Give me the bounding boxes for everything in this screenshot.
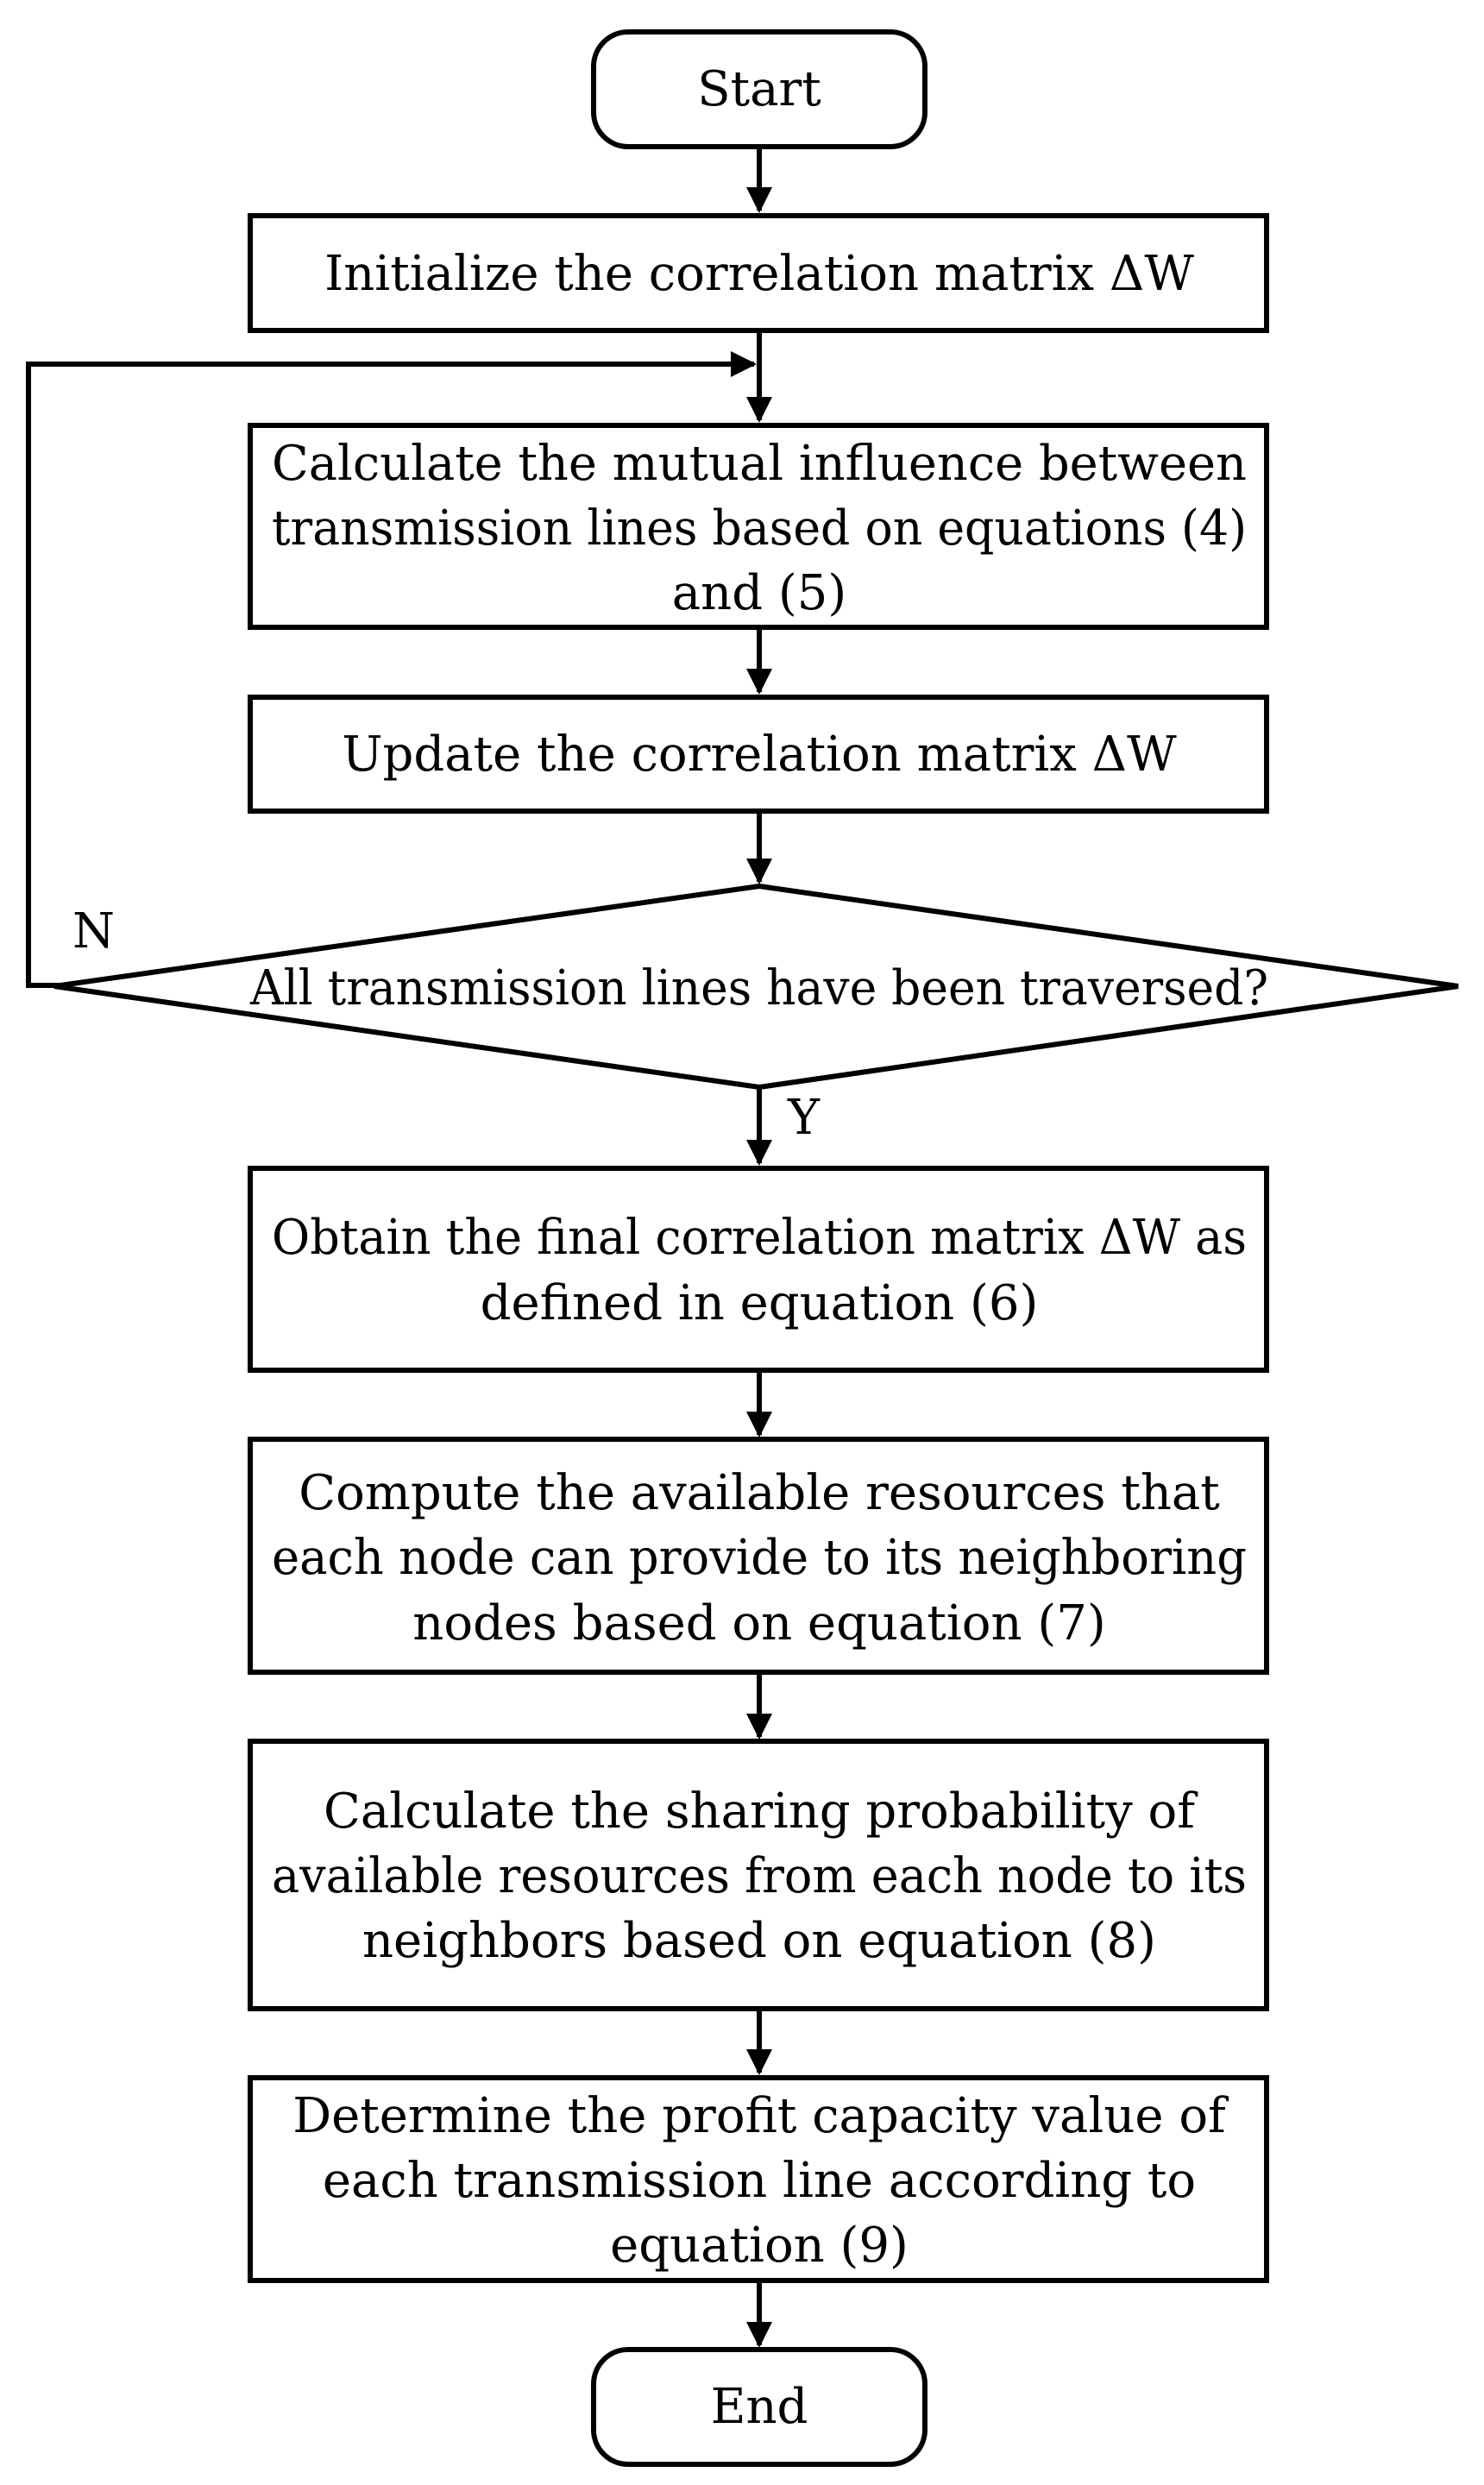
yes-edge-label: Y bbox=[787, 1090, 821, 1146]
compute-label-line-1: Compute the available resources that bbox=[299, 1465, 1220, 1521]
profit-label-line-1: Determine the profit capacity value of bbox=[292, 2088, 1229, 2144]
initialize-label: Initialize the correlation matrix ΔW bbox=[324, 246, 1194, 302]
end-label: End bbox=[711, 2379, 808, 2435]
start-label: Start bbox=[697, 61, 821, 117]
obtain-label-line-2: defined in equation (6) bbox=[481, 1275, 1039, 1331]
initialize-process bbox=[248, 213, 1269, 333]
compute-label-line-2: each node can provide to its neighboring bbox=[272, 1530, 1247, 1586]
compute-label-line-3: nodes based on equation (7) bbox=[412, 1595, 1105, 1651]
share-label-line-1: Calculate the sharing probability of bbox=[324, 1784, 1198, 1840]
obtain-label-line-1: Obtain the final correlation matrix ΔW a… bbox=[272, 1210, 1247, 1266]
edges bbox=[26, 147, 772, 2348]
share-label-line-3: neighbors based on equation (8) bbox=[362, 1913, 1156, 1969]
decision-label: All transmission lines have been travers… bbox=[249, 960, 1268, 1016]
update-process bbox=[248, 695, 1269, 814]
update-label: Update the correlation matrix ΔW bbox=[342, 727, 1177, 783]
share-label-line-2: available resources from each node to it… bbox=[272, 1848, 1247, 1904]
obtain-matrix-process bbox=[248, 1166, 1269, 1373]
profit-label-line-3: equation (9) bbox=[610, 2218, 909, 2274]
traversal-decision bbox=[53, 883, 1459, 1091]
calculate-label-line-3: and (5) bbox=[672, 565, 846, 621]
compute-resources-process bbox=[248, 1437, 1269, 1675]
sharing-probability-process bbox=[248, 1739, 1269, 2011]
edge-decision-loop-back bbox=[26, 351, 757, 988]
calculate-label-line-1: Calculate the mutual influence between bbox=[272, 436, 1247, 492]
calculate-influence-process bbox=[248, 423, 1269, 630]
end-terminal bbox=[591, 2347, 928, 2467]
profit-capacity-process bbox=[248, 2075, 1269, 2283]
calculate-label-line-2: transmission lines based on equations (4… bbox=[272, 500, 1247, 557]
start-terminal bbox=[591, 29, 928, 149]
no-edge-label: N bbox=[72, 903, 115, 959]
profit-label-line-2: each transmission line according to bbox=[323, 2153, 1196, 2209]
